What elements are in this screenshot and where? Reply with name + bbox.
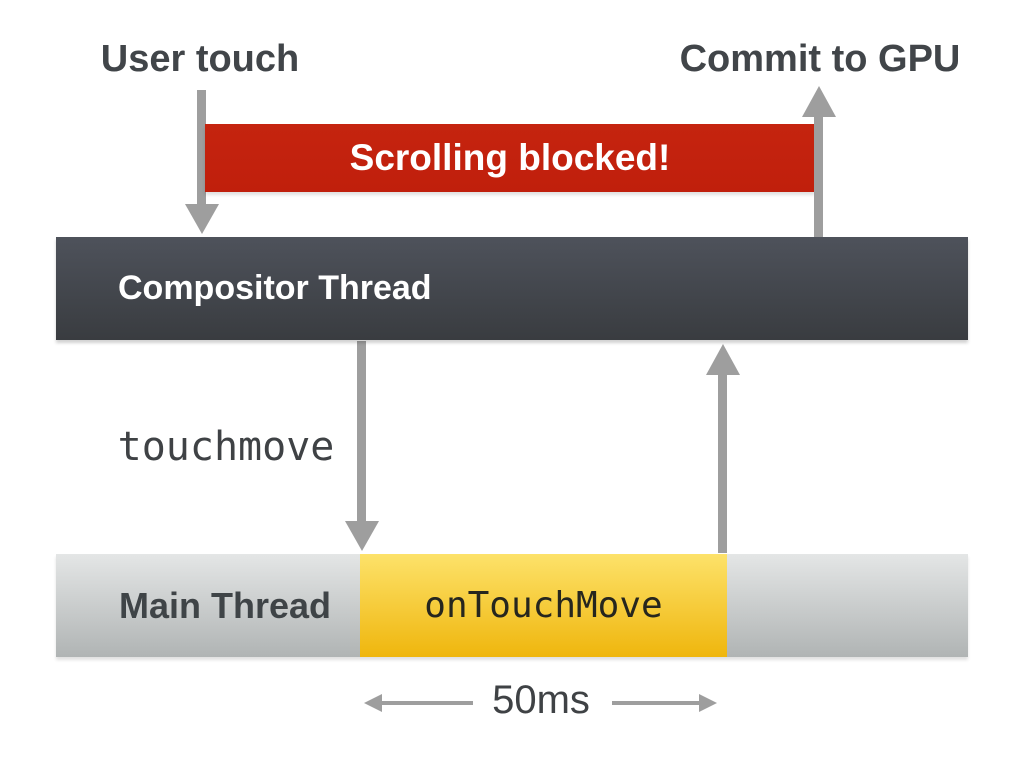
user-touch-label: User touch: [100, 38, 300, 80]
compositor-thread-bar: Compositor Thread: [56, 237, 968, 340]
commit-to-gpu-label: Commit to GPU: [679, 38, 961, 80]
duration-left-arrow-head: [364, 694, 382, 712]
scrolling-blocked-bar: Scrolling blocked!: [205, 124, 815, 192]
ontouchmove-handler-label: onTouchMove: [424, 585, 663, 626]
compositor-thread-label: Compositor Thread: [118, 269, 432, 307]
main-thread-label: Main Thread: [119, 585, 332, 626]
commit-arrow-head: [802, 86, 836, 117]
user-touch-arrow-shaft: [197, 90, 206, 206]
main-thread-bar: Main Thread onTouchMove: [56, 554, 968, 657]
commit-arrow-shaft: [814, 116, 823, 237]
user-touch-arrow-head: [185, 204, 219, 234]
ontouchmove-busy-segment: onTouchMove: [360, 554, 727, 657]
scrolling-blocked-label: Scrolling blocked!: [349, 137, 671, 178]
duration-label: 50ms: [492, 678, 590, 722]
touchmove-event-label: touchmove: [117, 424, 335, 470]
main-to-compositor-arrow-head: [706, 344, 740, 375]
touchmove-arrow-shaft: [357, 341, 366, 521]
touchmove-arrow-head: [345, 521, 379, 551]
duration-left-arrow-shaft: [380, 701, 473, 705]
duration-right-arrow-head: [699, 694, 717, 712]
main-to-compositor-arrow-shaft: [718, 374, 727, 553]
duration-right-arrow-shaft: [612, 701, 700, 705]
